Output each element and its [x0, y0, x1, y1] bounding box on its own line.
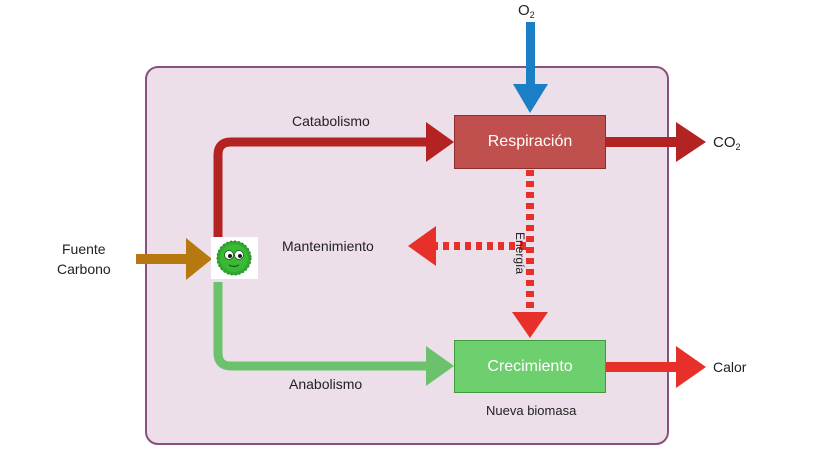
energy-arrowhead-down — [512, 312, 548, 338]
catabolism-arrowhead — [426, 122, 454, 162]
growth-label: Crecimiento — [487, 357, 573, 375]
carbon-source-arrow-shaft — [136, 254, 192, 264]
energy-label: Energía — [513, 232, 527, 275]
maintenance-arrowhead — [408, 226, 436, 266]
new-biomass-label: Nueva biomasa — [486, 403, 577, 418]
oxygen-label: O2 — [518, 2, 535, 20]
heat-label: Calor — [713, 359, 747, 375]
anabolism-arrowhead — [426, 346, 454, 386]
co2-arrowhead — [676, 122, 706, 162]
oxygen-arrow-shaft — [526, 22, 535, 88]
respiration-label: Respiración — [487, 133, 573, 150]
green-microbe-icon — [211, 237, 258, 279]
heat-arrowhead — [676, 346, 706, 388]
co2-label: CO2 — [713, 134, 741, 152]
maintenance-label: Mantenimiento — [282, 238, 374, 254]
catabolism-path — [213, 137, 430, 245]
oxygen-arrowhead — [513, 84, 548, 113]
carbon-source-label-line2: Carbono — [57, 261, 111, 277]
heat-arrow-shaft — [605, 362, 681, 372]
respiration-box: Respiración — [454, 115, 606, 169]
anabolism-label: Anabolismo — [289, 376, 363, 392]
carbon-source-label-line1: Fuente — [62, 241, 106, 257]
anabolism-path — [213, 282, 430, 371]
carbon-source-arrowhead — [186, 238, 212, 280]
catabolism-label: Catabolismo — [292, 113, 370, 129]
growth-box: Crecimiento — [454, 340, 606, 393]
co2-arrow-shaft — [605, 137, 681, 147]
